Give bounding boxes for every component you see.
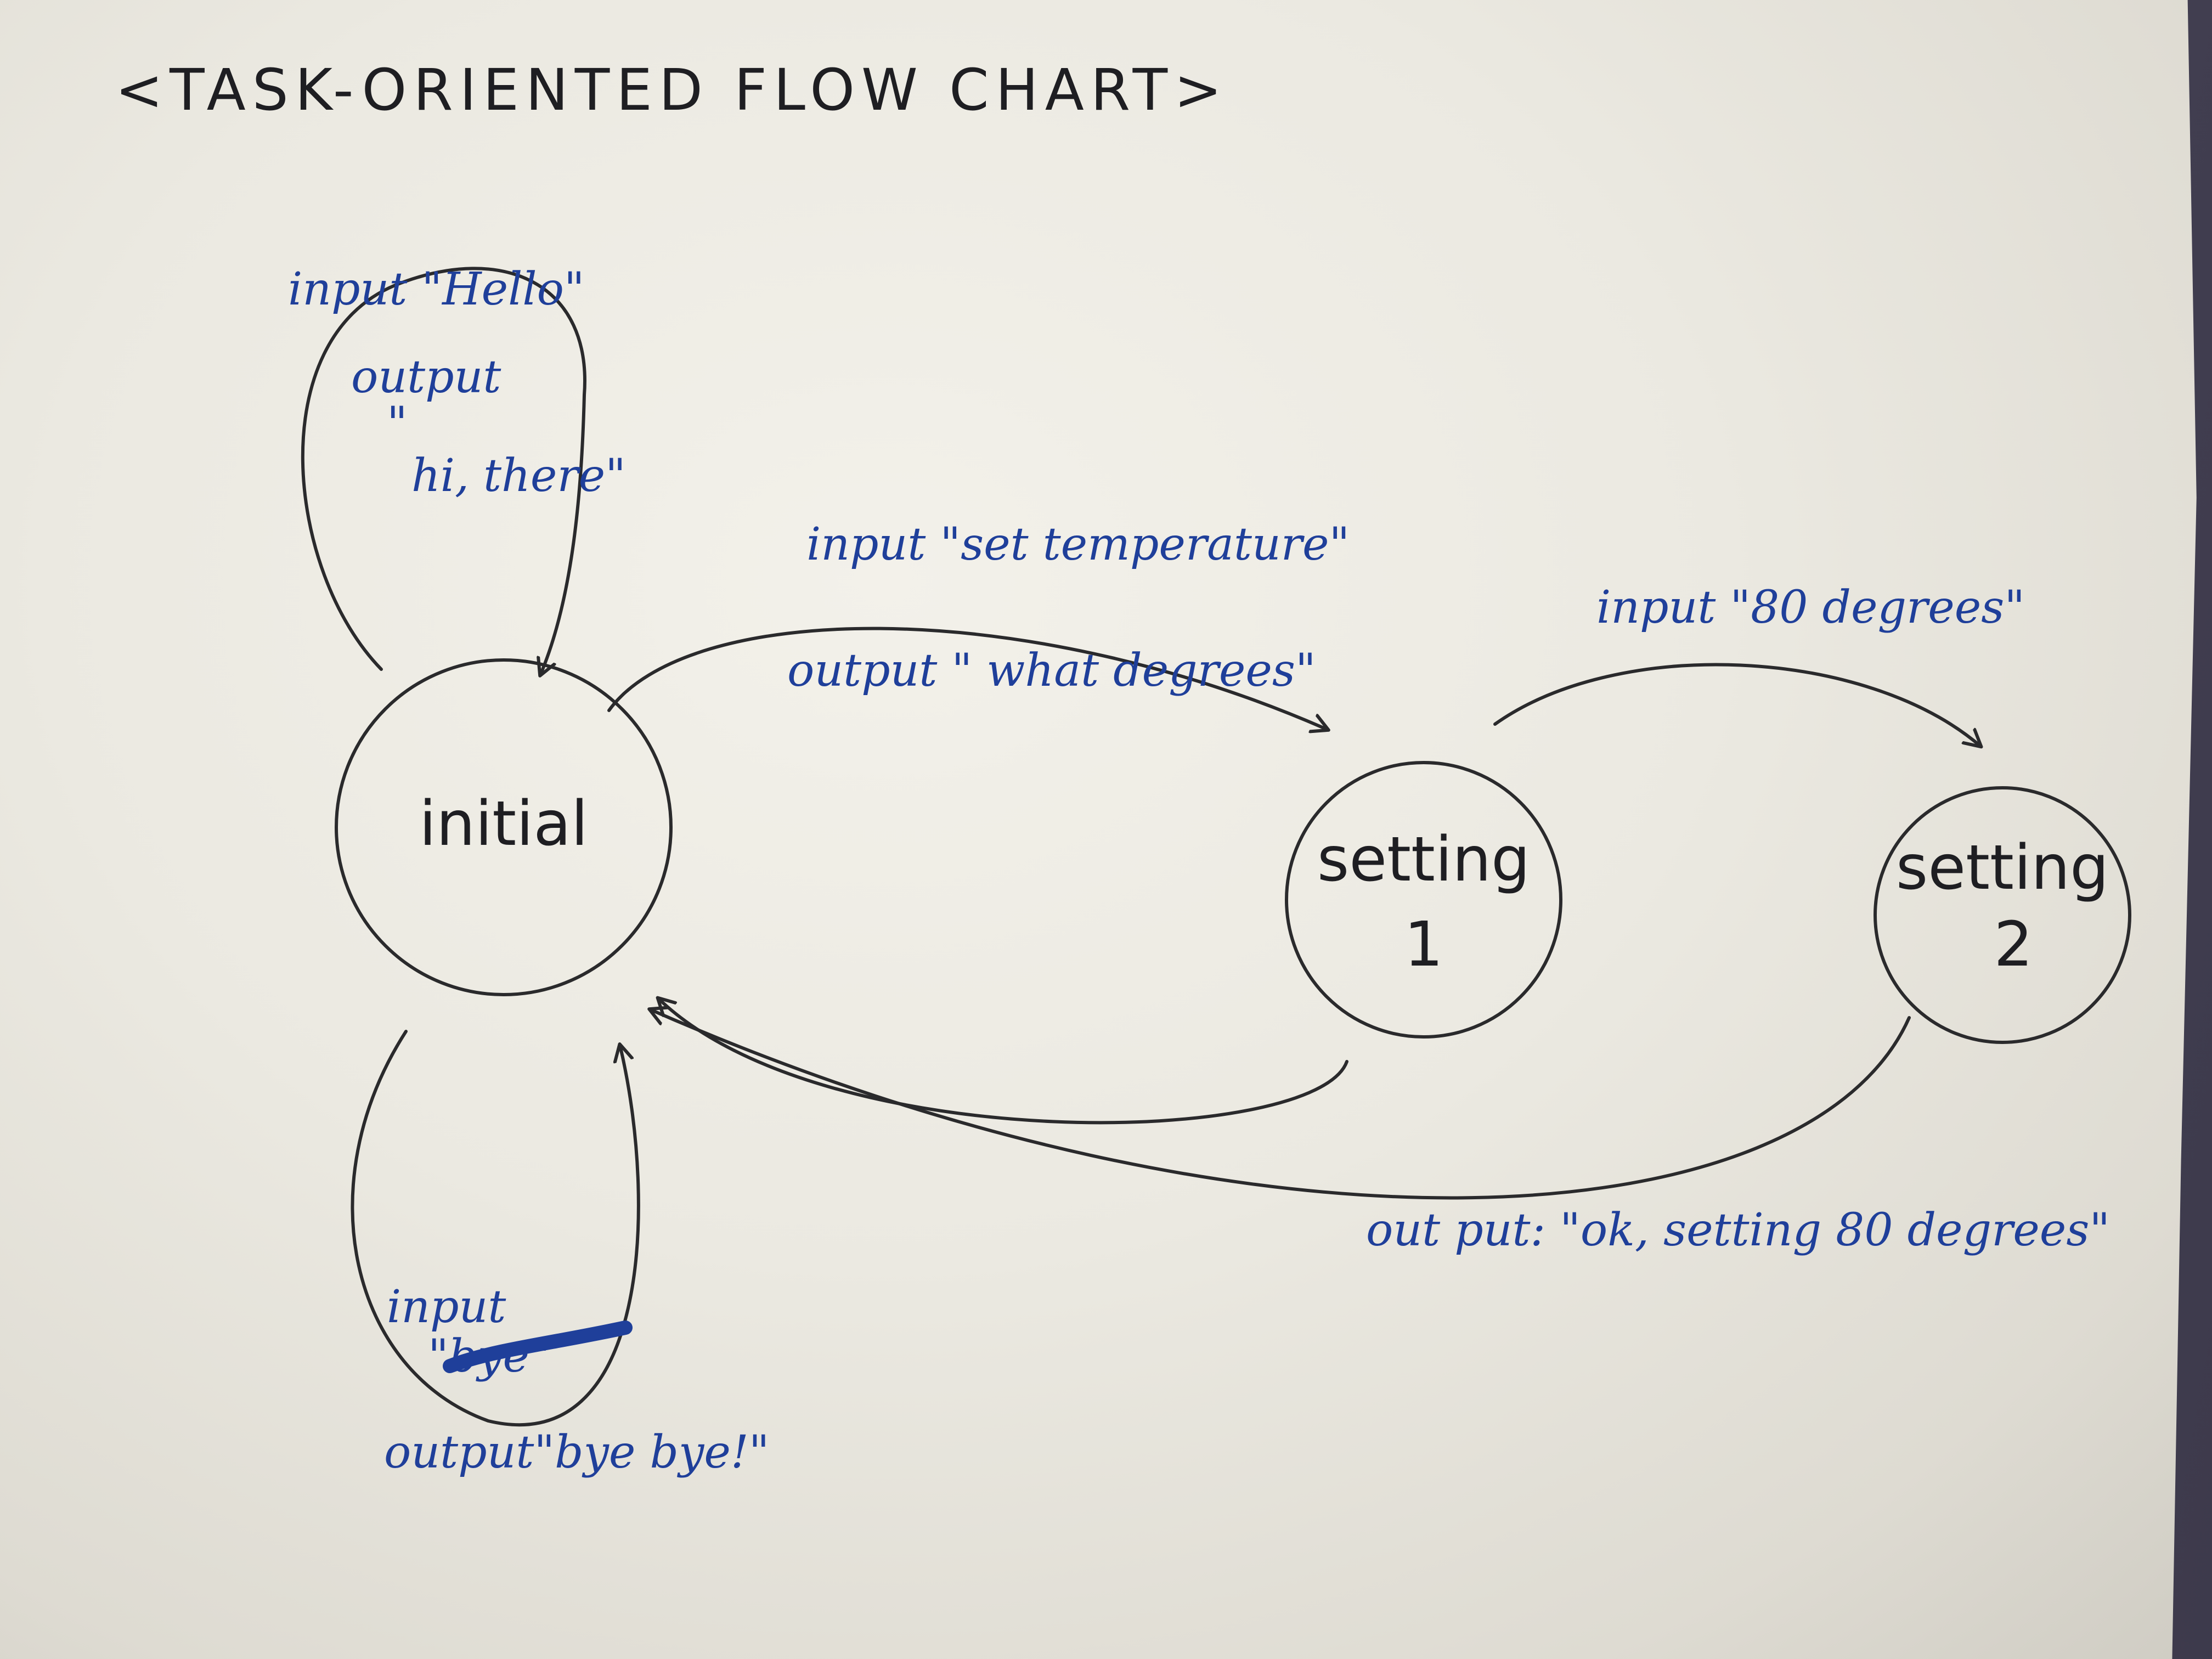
node-initial: initial: [335, 658, 673, 996]
label-set-temperature-input: input "set temperature": [806, 518, 1350, 571]
label-hello-output-2: ": [387, 398, 408, 450]
node-setting-2-circle: [1874, 786, 2131, 1044]
label-return-ok-output: out put: "ok, setting 80 degrees": [1366, 1204, 2110, 1256]
node-initial-circle: [335, 658, 673, 996]
node-setting-2-number: 2: [1994, 909, 2033, 980]
node-setting-1: setting 1: [1285, 761, 1562, 1039]
edge-setting1-to-setting2: [1493, 663, 1980, 746]
node-setting-1-number: 1: [1404, 909, 1443, 980]
label-hello-output-1: output: [351, 351, 501, 403]
label-80-degrees-input: input "80 degrees": [1596, 582, 2025, 634]
edge-setting1-to-initial: [658, 998, 1348, 1125]
label-hello-output-3: hi, there": [411, 450, 626, 502]
node-setting-2-label: setting: [1896, 832, 2109, 904]
node-setting-2: setting 2: [1874, 786, 2131, 1044]
node-setting-1-circle: [1285, 761, 1562, 1039]
node-initial-label: initial: [419, 788, 588, 860]
edge-hello-loop: [301, 267, 586, 675]
label-hello-input: input "Hello": [288, 263, 585, 315]
edge-initial-to-setting1: [607, 627, 1328, 730]
node-setting-1-label: setting: [1317, 824, 1530, 895]
label-set-temperature-output: output " what degrees": [787, 645, 1316, 697]
edge-setting2-to-initial: [650, 1009, 1911, 1200]
label-bye-output: output"bye bye!": [384, 1426, 770, 1479]
label-bye-input-1: input: [387, 1281, 506, 1333]
edge-bye-loop: [351, 1030, 640, 1427]
diagram-title: <TASK-ORIENTED FLOW CHART>: [115, 57, 1228, 123]
scribble-mark: [443, 1321, 633, 1373]
